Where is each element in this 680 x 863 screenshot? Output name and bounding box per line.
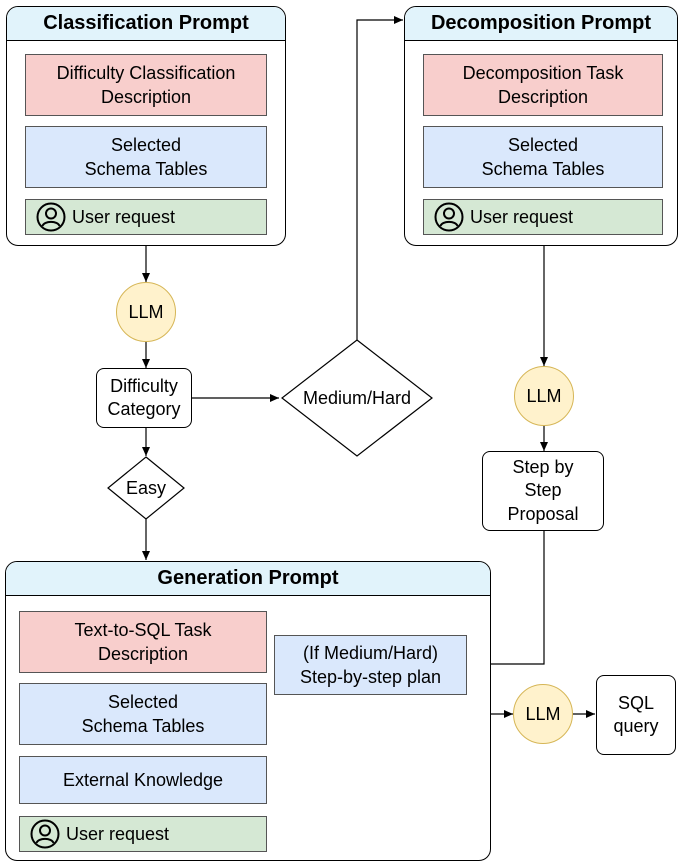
step-by-step-plan: (If Medium/Hard) Step-by-step plan (274, 635, 467, 695)
decomposition-schema-tables: Selected Schema Tables (423, 126, 663, 188)
decomposition-user-request: User request (423, 199, 663, 235)
sql-query-node: SQL query (596, 675, 676, 755)
user-icon (36, 202, 66, 232)
user-icon (434, 202, 464, 232)
classification-prompt-panel: Classification Prompt Difficulty Classif… (6, 6, 286, 246)
generation-prompt-title: Generation Prompt (6, 562, 490, 596)
medium-hard-diamond (281, 339, 433, 457)
generation-prompt-panel: Generation Prompt Text-to-SQL Task Descr… (5, 561, 491, 861)
medium-hard-label: Medium/Hard (302, 387, 412, 408)
user-request-label: User request (470, 206, 574, 227)
classification-schema-tables: Selected Schema Tables (25, 126, 267, 188)
user-request-label: User request (66, 823, 170, 844)
decomposition-prompt-title: Decomposition Prompt (405, 7, 677, 41)
generation-task-description: Text-to-SQL Task Description (19, 611, 267, 673)
classification-user-request: User request (25, 199, 267, 235)
decomposition-task-description: Decomposition Task Description (423, 54, 663, 116)
classification-prompt-title: Classification Prompt (7, 7, 285, 41)
generation-user-request: User request (19, 816, 267, 852)
generation-schema-tables: Selected Schema Tables (19, 683, 267, 745)
arrow-proposal-to-plan (468, 531, 545, 668)
user-request-label: User request (72, 206, 176, 227)
classification-task-description: Difficulty Classification Description (25, 54, 267, 116)
llm-classification-node: LLM (116, 282, 176, 342)
step-by-step-proposal-node: Step by Step Proposal (482, 451, 604, 531)
easy-label: Easy (125, 477, 167, 498)
llm-decomposition-node: LLM (514, 366, 574, 426)
llm-generation-node: LLM (513, 684, 573, 744)
easy-diamond (107, 456, 185, 520)
arrow-medium-to-decomposition (356, 16, 403, 340)
external-knowledge: External Knowledge (19, 756, 267, 804)
user-icon (30, 819, 60, 849)
decomposition-prompt-panel: Decomposition Prompt Decomposition Task … (404, 6, 678, 246)
difficulty-category-node: Difficulty Category (96, 368, 192, 428)
